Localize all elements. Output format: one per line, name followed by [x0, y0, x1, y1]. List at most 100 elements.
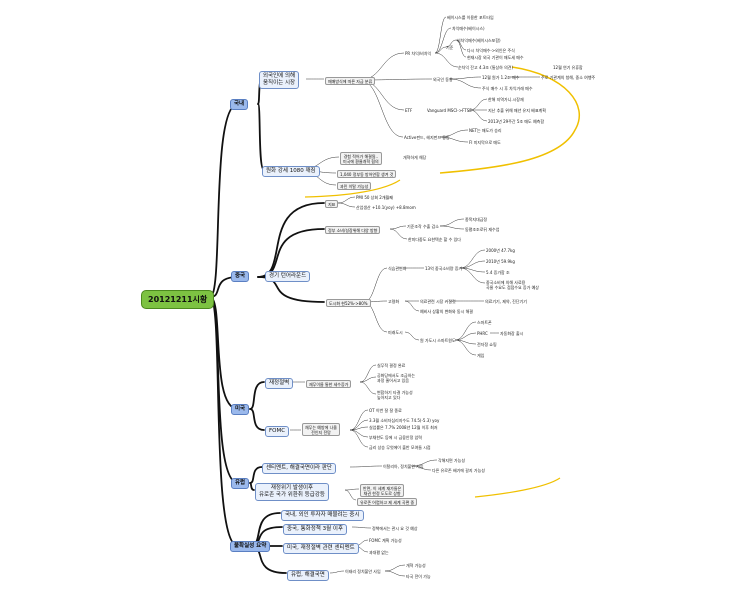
node-demand-b1: 2000년 47.7kg: [486, 248, 515, 253]
leaf-connector: [349, 429, 369, 438]
node-gijun: 기준: [446, 45, 454, 50]
node-fi: FI 미지막으로 매도: [469, 140, 501, 145]
branch-connector: [257, 202, 325, 278]
node-arb4: 현재시장 외국 기관이 매도세 매수: [467, 55, 524, 60]
node-active[interactable]: Active펀드, 헤지펀드 등등: [404, 135, 450, 140]
leaf-connector: [454, 321, 477, 341]
node-pol[interactable]: 정부 소비/성장위해 다양 방향: [325, 226, 381, 234]
leaf-connector: [344, 488, 360, 491]
node-won-sub2[interactable]: 1,040 정부동 방어연합 생겨 것: [337, 170, 397, 178]
leaf-connector: [445, 39, 457, 48]
node-eu-main1[interactable]: 센티멘트, 해결국면이라 판단: [262, 463, 336, 474]
node-flow[interactable]: 매매방식에 따른 자금 분류: [325, 77, 376, 85]
branch-connector: [257, 228, 325, 278]
node-city-b5: 자동화장 출시: [500, 331, 524, 336]
node-fomc-a1: OT 이번 잘 잘 종료: [369, 408, 402, 413]
branch-china[interactable]: 중국: [231, 271, 250, 282]
node-fiscal[interactable]: 재정절벽: [265, 378, 294, 389]
branch-connector: [209, 296, 239, 547]
leaf-connector: [454, 339, 477, 356]
node-pol-sub1b: 동평조조로뒤 재수업: [465, 227, 500, 232]
leaf-connector: [454, 332, 477, 341]
node-etf[interactable]: ETF: [405, 108, 413, 113]
node-sell-note: 12월 연기 유휴합: [553, 65, 583, 70]
leaf-connector: [349, 426, 369, 431]
node-city-b2: PHRC: [477, 331, 488, 336]
node-fiscal-a1: 실무적 결정 완료: [377, 363, 406, 368]
node-net: NET는 매도가 승리: [469, 128, 502, 133]
leaf-connector: [384, 564, 406, 572]
node-demand: 식습관변화: [388, 266, 407, 271]
node-ind-prod: 산업생산 +10.1(yoy) +8.8mom: [356, 205, 416, 210]
node-foreigner[interactable]: 외국인에 의해 움직이는 시장: [259, 71, 300, 89]
node-fomc[interactable]: FOMC: [265, 426, 290, 437]
node-won-sub1r: 개혁하게 해당: [403, 155, 427, 160]
node-stockbuy: 주식 매수 시 후 차익거래 매수: [482, 86, 533, 91]
leaf-connector: [384, 570, 406, 577]
node-twist: 주로 기관계의 청해, 중소 여행주: [541, 75, 596, 80]
node-eu-main1a: 이탈리아, 정치불안 사임: [383, 464, 424, 469]
leaf-connector: [389, 225, 407, 230]
leaf-connector: [439, 129, 469, 138]
node-sum3[interactable]: 미국, 재정절벽 관련 센티멘트: [283, 543, 359, 554]
node-pol-sub2: 한미다중도 요한텍순 할 수 있다: [408, 237, 461, 242]
node-eu-main2a[interactable]: 반면, 이 세계 재가들은 채권 한정 도도로 상향: [360, 484, 405, 497]
branch-connector: [249, 482, 255, 491]
leaf-connector: [439, 225, 465, 230]
node-msci1: 지난 추출 위해 매년 유지 배표계획: [488, 108, 546, 113]
leaf-connector: [337, 202, 356, 208]
node-sum2[interactable]: 중국, 통화정책 3월 이후: [283, 524, 348, 535]
node-consump-c: 예비사 상황의 변화와 동시 해결: [420, 309, 473, 314]
node-eu-main2b[interactable]: 유로존 어렵하고 제 세계 곡편 중: [357, 498, 418, 506]
leaf-connector: [455, 39, 467, 58]
node-demand-b3: 5.4 증가함 조: [486, 270, 510, 275]
leaf-connector: [363, 267, 388, 303]
node-pr[interactable]: PR 차익/비차익: [405, 51, 432, 56]
node-fiscal-a3: 변합하기 타결 가능성 높아지고 있다: [377, 390, 413, 400]
leaf-connector: [404, 331, 420, 341]
node-fomc-a5: 금리 상승 무엇에이 출반 모여들 시점: [369, 445, 431, 450]
leaf-connector: [329, 570, 345, 574]
branch-summary[interactable]: 불확실성 요약: [230, 541, 271, 552]
node-fiscal-a[interactable]: 재무이름 통한 세수증가: [306, 380, 352, 388]
node-won-sub1[interactable]: 경험 적어가 해결됨.. 미국에 환율개혁 협의: [340, 152, 382, 165]
node-fomc-a[interactable]: 채무는 예방에 나올 전인지 전망: [302, 423, 340, 436]
branch-connector: [249, 381, 265, 410]
leaf-connector: [344, 489, 357, 501]
highlight-curve-arrow-3: [474, 477, 561, 498]
leaf-connector: [459, 260, 486, 269]
branch-korea[interactable]: 국내: [230, 99, 249, 110]
branch-europe[interactable]: 유럽: [231, 478, 250, 489]
node-arb3: 다시 차익매수->외인은 주식: [467, 48, 515, 53]
node-city-b1: 스마트폰: [477, 320, 492, 325]
node-sum4b: 개혁 가능성: [406, 563, 426, 568]
leaf-connector: [404, 300, 420, 312]
branch-usa[interactable]: 미국: [231, 404, 250, 415]
leaf-connector: [349, 409, 369, 431]
node-won[interactable]: 원화 강세 1080 깨짐: [262, 166, 320, 177]
node-city-b3: 전자정 쇼핑: [477, 342, 497, 347]
node-sum4a: 이태리 정치불안 사임: [345, 569, 381, 574]
root-node[interactable]: 20121211시황: [141, 290, 215, 309]
leaf-connector: [337, 196, 356, 204]
leaf-connector: [449, 76, 482, 80]
node-won-sub3[interactable]: 과민 이탈 가능성: [337, 182, 372, 190]
node-sum4[interactable]: 유럽, 해결국면: [287, 570, 329, 581]
node-indicator[interactable]: 지표: [325, 200, 339, 208]
node-fomc-a3: 실업률은 7.7% 2008년 12월 이후 최저: [369, 425, 438, 430]
node-vanguard[interactable]: Vanguard MSCI->FTSE: [427, 108, 472, 113]
node-demand-a: 13억 중국소비량 증가: [425, 266, 463, 271]
leaf-connector: [469, 98, 488, 111]
leaf-connector: [434, 27, 452, 54]
node-eu-main2[interactable]: 재정위기 발생이후 유로존 국가 위환취 등급강등: [255, 483, 329, 501]
node-china-main[interactable]: 경기 턴어라운드: [265, 271, 311, 282]
node-sum3a: FOMC 계획 가능성: [369, 538, 402, 543]
node-sum3b: 과대평 없는: [369, 550, 389, 555]
node-fomc-a4: 부채한도 등에 시 금융안정 압력: [369, 435, 422, 440]
node-fomc-a2: 3.3월 소비자심리지수도 74.5(-5.3) yoy: [369, 418, 440, 423]
highlight-curve-arrow-2: [304, 179, 401, 198]
node-sum1[interactable]: 국내, 외인 투자자 매물려는 중시: [281, 510, 364, 521]
node-urban[interactable]: 도시화 현52%->80%: [326, 299, 371, 307]
node-eu-main1c: 다른 유로존 배기에 갈지 가능성: [432, 468, 485, 473]
